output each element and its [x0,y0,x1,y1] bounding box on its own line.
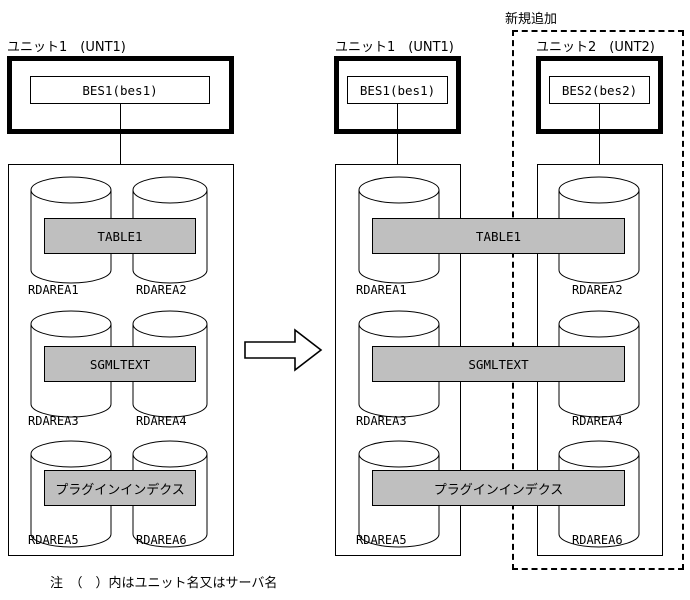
before-rdarea-container [8,164,234,556]
before-band-sgmltext: SGMLTEXT [44,346,196,382]
new-addition-label: 新規追加 [505,12,558,27]
before-band-sgmltext-label: SGMLTEXT [89,356,151,372]
after-cylinder-rdarea5 [358,440,440,548]
before-cylinder-rdarea5 [30,440,112,548]
before-band-plugin-index-label: プラグインインデクス [55,482,185,498]
after-unit1-connector-line [397,104,398,164]
after-band-table1-label: TABLE1 [475,228,522,244]
after-bes1-box: BES1(bes1) [347,76,448,104]
before-connector-line [120,104,121,164]
after-cylinder-rdarea6 [558,440,640,548]
transition-arrow-icon [244,328,323,372]
before-rdarea1-name: RDAREA1 [28,283,79,297]
after-cylinder-rdarea4 [558,310,640,418]
after-band-table1: TABLE1 [372,218,625,254]
after-band-plugin-index-label: プラグインインデクス [433,482,564,498]
after-rdarea4-name: RDAREA4 [572,414,623,428]
after-bes1-label: BES1(bes1) [359,82,436,98]
before-rdarea6-name: RDAREA6 [136,533,187,547]
after-unit2-title: ユニット2 (UNT2) [536,40,655,55]
after-band-sgmltext: SGMLTEXT [372,346,625,382]
after-cylinder-rdarea1 [358,176,440,284]
before-band-plugin-index: プラグインインデクス [44,470,196,506]
before-rdarea2-name: RDAREA2 [136,283,187,297]
before-band-table1-label: TABLE1 [97,228,143,244]
after-unit2-connector-line [599,104,600,164]
after-unit1-title: ユニット1 (UNT1) [335,40,454,55]
after-bes2-label: BES2(bes2) [561,82,638,98]
after-bes2-box: BES2(bes2) [549,76,650,104]
before-cylinder-rdarea3 [30,310,112,418]
before-bes1-label: BES1(bes1) [82,82,158,98]
before-unit1-title: ユニット1 (UNT1) [7,40,126,55]
before-bes1-box: BES1(bes1) [30,76,210,104]
new-addition-dashed-frame [512,30,684,570]
before-rdarea3-name: RDAREA3 [28,414,79,428]
after-rdarea1-name: RDAREA1 [356,283,407,297]
after-rdarea3-name: RDAREA3 [356,414,407,428]
after-rdarea2-name: RDAREA2 [572,283,623,297]
before-cylinder-rdarea2 [132,176,208,284]
before-rdarea4-name: RDAREA4 [136,414,187,428]
after-band-plugin-index: プラグインインデクス [372,470,625,506]
after-rdarea5-name: RDAREA5 [356,533,407,547]
before-rdarea5-name: RDAREA5 [28,533,79,547]
before-cylinder-rdarea4 [132,310,208,418]
after-band-sgmltext-label: SGMLTEXT [468,356,529,372]
after-rdarea6-name: RDAREA6 [572,533,623,547]
before-band-table1: TABLE1 [44,218,196,254]
after-cylinder-rdarea3 [358,310,440,418]
before-cylinder-rdarea6 [132,440,208,548]
figure-note: 注 （ ）内はユニット名又はサーバ名 [50,576,278,591]
